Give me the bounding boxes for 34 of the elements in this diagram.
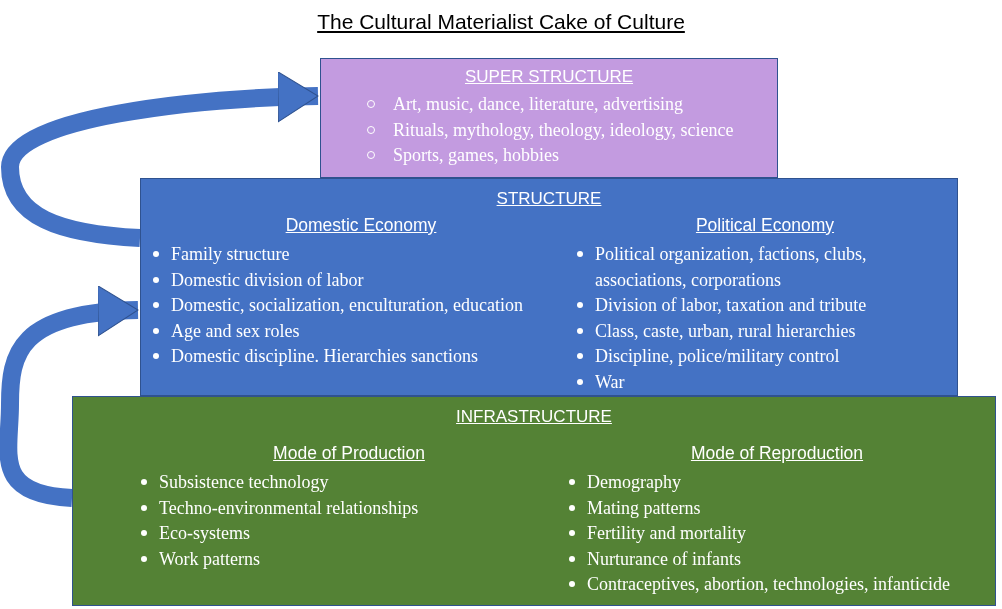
list-item: Class, caste, urban, rural hierarchies bbox=[595, 320, 856, 341]
layer-heading: INFRASTRUCTURE bbox=[455, 407, 613, 427]
list-item: Fertility and mortality bbox=[587, 523, 746, 543]
list-item: Domestic discipline. Hierarchies sanctions bbox=[171, 346, 478, 366]
list-item: Sports, games, hobbies bbox=[393, 145, 559, 165]
list-item: Political organization, factions, clubs, associations, corporations bbox=[595, 244, 867, 290]
column-heading: Mode of Production bbox=[272, 443, 426, 464]
list-item: Mating patterns bbox=[587, 497, 701, 518]
list-item: Domestic division of labor bbox=[171, 269, 364, 290]
list-item: Division of labor, taxation and tribute bbox=[595, 295, 867, 315]
list-item: Eco-systems bbox=[159, 523, 250, 543]
list-item: Work patterns bbox=[159, 548, 261, 569]
layer-box bbox=[140, 178, 958, 396]
diagram-title: The Cultural Materialist Cake of Culture bbox=[316, 10, 686, 34]
list-item: Domestic, socialization, enculturation, education bbox=[171, 295, 523, 315]
curved-arrow bbox=[1, 71, 319, 247]
list-item: Demography bbox=[587, 472, 681, 492]
list-item: Contraceptives, abortion, technologies, infanticide bbox=[587, 574, 950, 594]
list-item: Subsistence technology bbox=[159, 472, 329, 492]
column-heading: Domestic Economy bbox=[284, 215, 438, 236]
list-item: War bbox=[595, 371, 625, 392]
list-item: Discipline, police/military control bbox=[595, 346, 840, 366]
list-item: Age and sex roles bbox=[171, 320, 300, 341]
layer-heading: STRUCTURE bbox=[495, 189, 603, 209]
column-heading: Mode of Reproduction bbox=[689, 443, 865, 464]
list-item: Rituals, mythology, theology, ideology, science bbox=[393, 119, 734, 140]
list-item: Art, music, dance, literature, advertising bbox=[393, 94, 683, 114]
layer-box bbox=[320, 58, 778, 178]
layer-heading: SUPER STRUCTURE bbox=[463, 67, 635, 87]
layer-box bbox=[72, 396, 996, 606]
column-heading: Political Economy bbox=[694, 215, 836, 236]
list-item: Techno-environmental relationships bbox=[159, 497, 419, 518]
list-item: Family structure bbox=[171, 244, 290, 264]
list-item: Nurturance of infants bbox=[587, 548, 741, 569]
